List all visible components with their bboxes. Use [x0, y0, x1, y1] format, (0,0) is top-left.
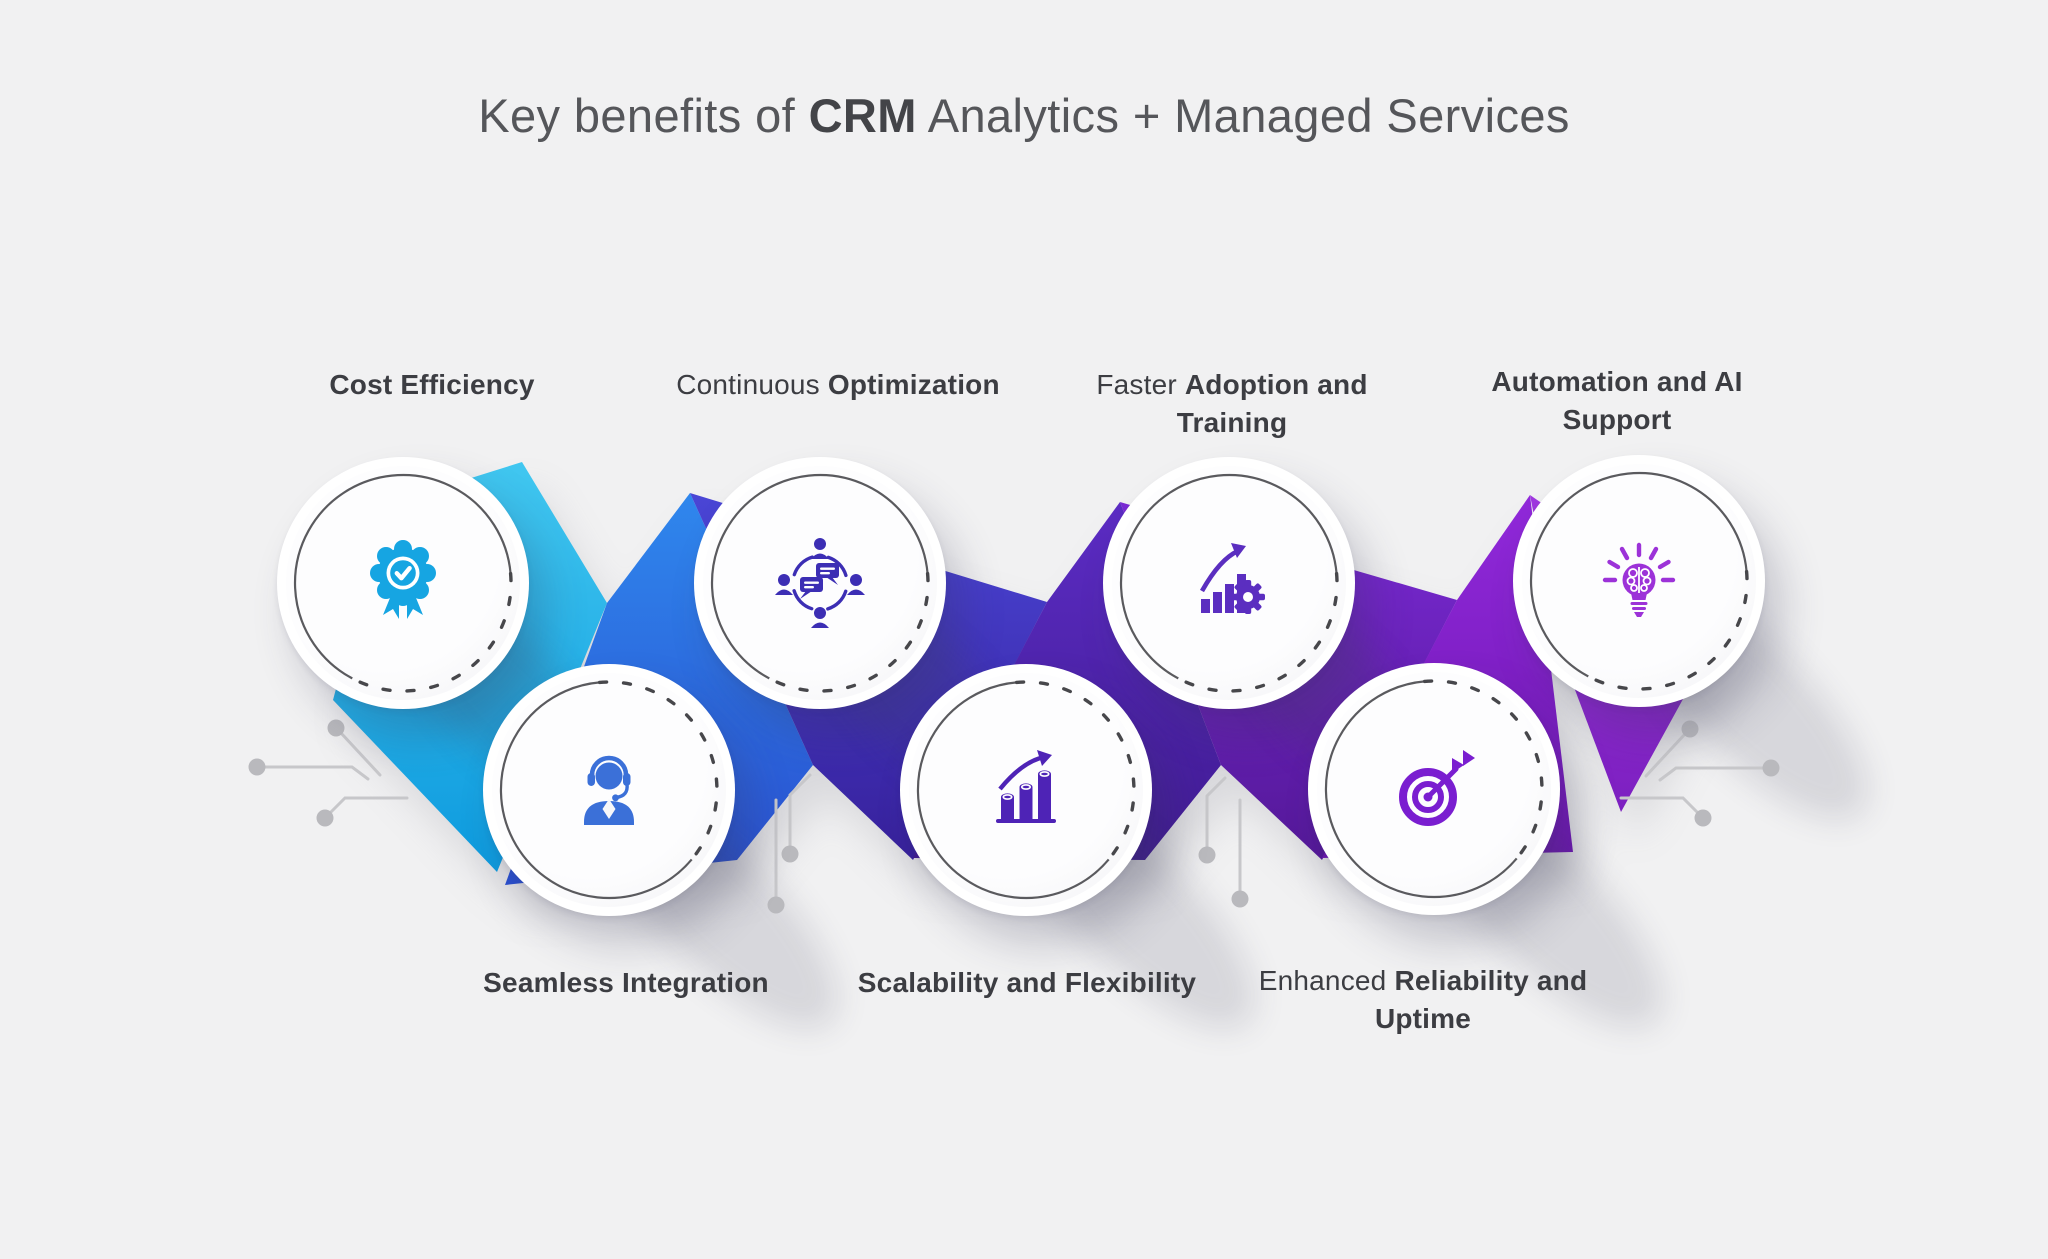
title-pre: Key benefits of	[478, 89, 809, 142]
growth-cylinders-icon	[996, 750, 1056, 823]
target-dart-icon	[1399, 750, 1475, 826]
benefit-node-faster-adoption	[1103, 457, 1355, 709]
node-ring-and-icon	[710, 473, 930, 693]
ring-dashed-arc	[1422, 679, 1544, 861]
benefit-node-automation-ai	[1513, 455, 1765, 707]
support-headset-icon	[584, 755, 634, 825]
benefit-node-continuous-optimization	[694, 457, 946, 709]
label-bold-part: Seamless Integration	[483, 967, 769, 998]
ring-dashed-arc	[350, 571, 513, 693]
ring-solid-arc	[710, 473, 929, 680]
label-regular-part: Faster	[1096, 369, 1185, 400]
benefit-node-cost-efficiency	[277, 457, 529, 709]
circuit-decorations	[248, 719, 1780, 914]
benefit-node-scalability-flexibility	[900, 664, 1152, 916]
label-bold-part: Optimization	[827, 369, 1000, 400]
title-bold: CRM	[808, 89, 917, 142]
node-ring-and-icon	[1529, 471, 1749, 691]
award-check-icon	[370, 540, 436, 619]
ring-solid-arc	[499, 681, 693, 900]
ring-dashed-arc	[597, 680, 719, 862]
circuit-decoration-mid-left	[767, 773, 812, 914]
ring-dashed-arc	[1014, 680, 1136, 862]
title-post: Analytics + Managed Services	[916, 89, 1570, 142]
label-bold-part: Reliability and Uptime	[1374, 965, 1588, 1034]
benefit-label-faster-adoption: Faster Adoption and Training	[1072, 366, 1392, 442]
ring-dashed-arc	[1176, 571, 1339, 693]
ring-solid-arc	[293, 473, 512, 680]
ring-solid-arc	[1529, 471, 1748, 678]
label-bold-part: Adoption and Training	[1176, 369, 1368, 438]
ring-solid-arc	[1119, 473, 1338, 680]
ring-dashed-arc	[767, 571, 930, 693]
circuit-decoration-mid-right	[1198, 776, 1249, 908]
people-communication-icon	[775, 538, 865, 628]
brain-bulb-icon	[1602, 542, 1676, 617]
label-bold-part: Scalability and Flexibility	[857, 967, 1197, 998]
label-bold-part: Cost Efficiency	[329, 369, 535, 400]
benefit-label-cost-efficiency: Cost Efficiency	[222, 366, 642, 404]
label-regular-part: Enhanced	[1258, 965, 1395, 996]
node-ring-and-icon	[499, 680, 719, 900]
collar-notch	[602, 799, 616, 819]
chart-gear-icon	[1199, 543, 1265, 614]
ring-solid-arc	[916, 681, 1110, 900]
page-title: Key benefits of CRM Analytics + Managed …	[0, 88, 2048, 143]
ring-solid-arc	[1324, 680, 1518, 899]
ring-dashed-arc	[1586, 569, 1749, 691]
node-ring-and-icon	[916, 680, 1136, 900]
circuit-decoration-left	[248, 719, 409, 827]
benefit-label-scalability-flexibility: Scalability and Flexibility	[767, 964, 1287, 1002]
circuit-decoration-right	[1619, 720, 1780, 827]
label-bold-part: Automation and AI Support	[1491, 366, 1743, 435]
node-ring-and-icon	[293, 473, 513, 693]
benefit-node-enhanced-reliability	[1308, 663, 1560, 915]
node-ring-and-icon	[1119, 473, 1339, 693]
benefit-label-enhanced-reliability: Enhanced Reliability and Uptime	[1258, 962, 1588, 1038]
node-ring-and-icon	[1324, 679, 1544, 899]
benefit-label-automation-ai: Automation and AI Support	[1491, 363, 1743, 439]
benefit-label-continuous-optimization: Continuous Optimization	[598, 366, 1078, 404]
benefit-label-seamless-integration: Seamless Integration	[386, 964, 866, 1002]
benefit-node-seamless-integration	[483, 664, 735, 916]
label-regular-part: Continuous	[676, 369, 828, 400]
